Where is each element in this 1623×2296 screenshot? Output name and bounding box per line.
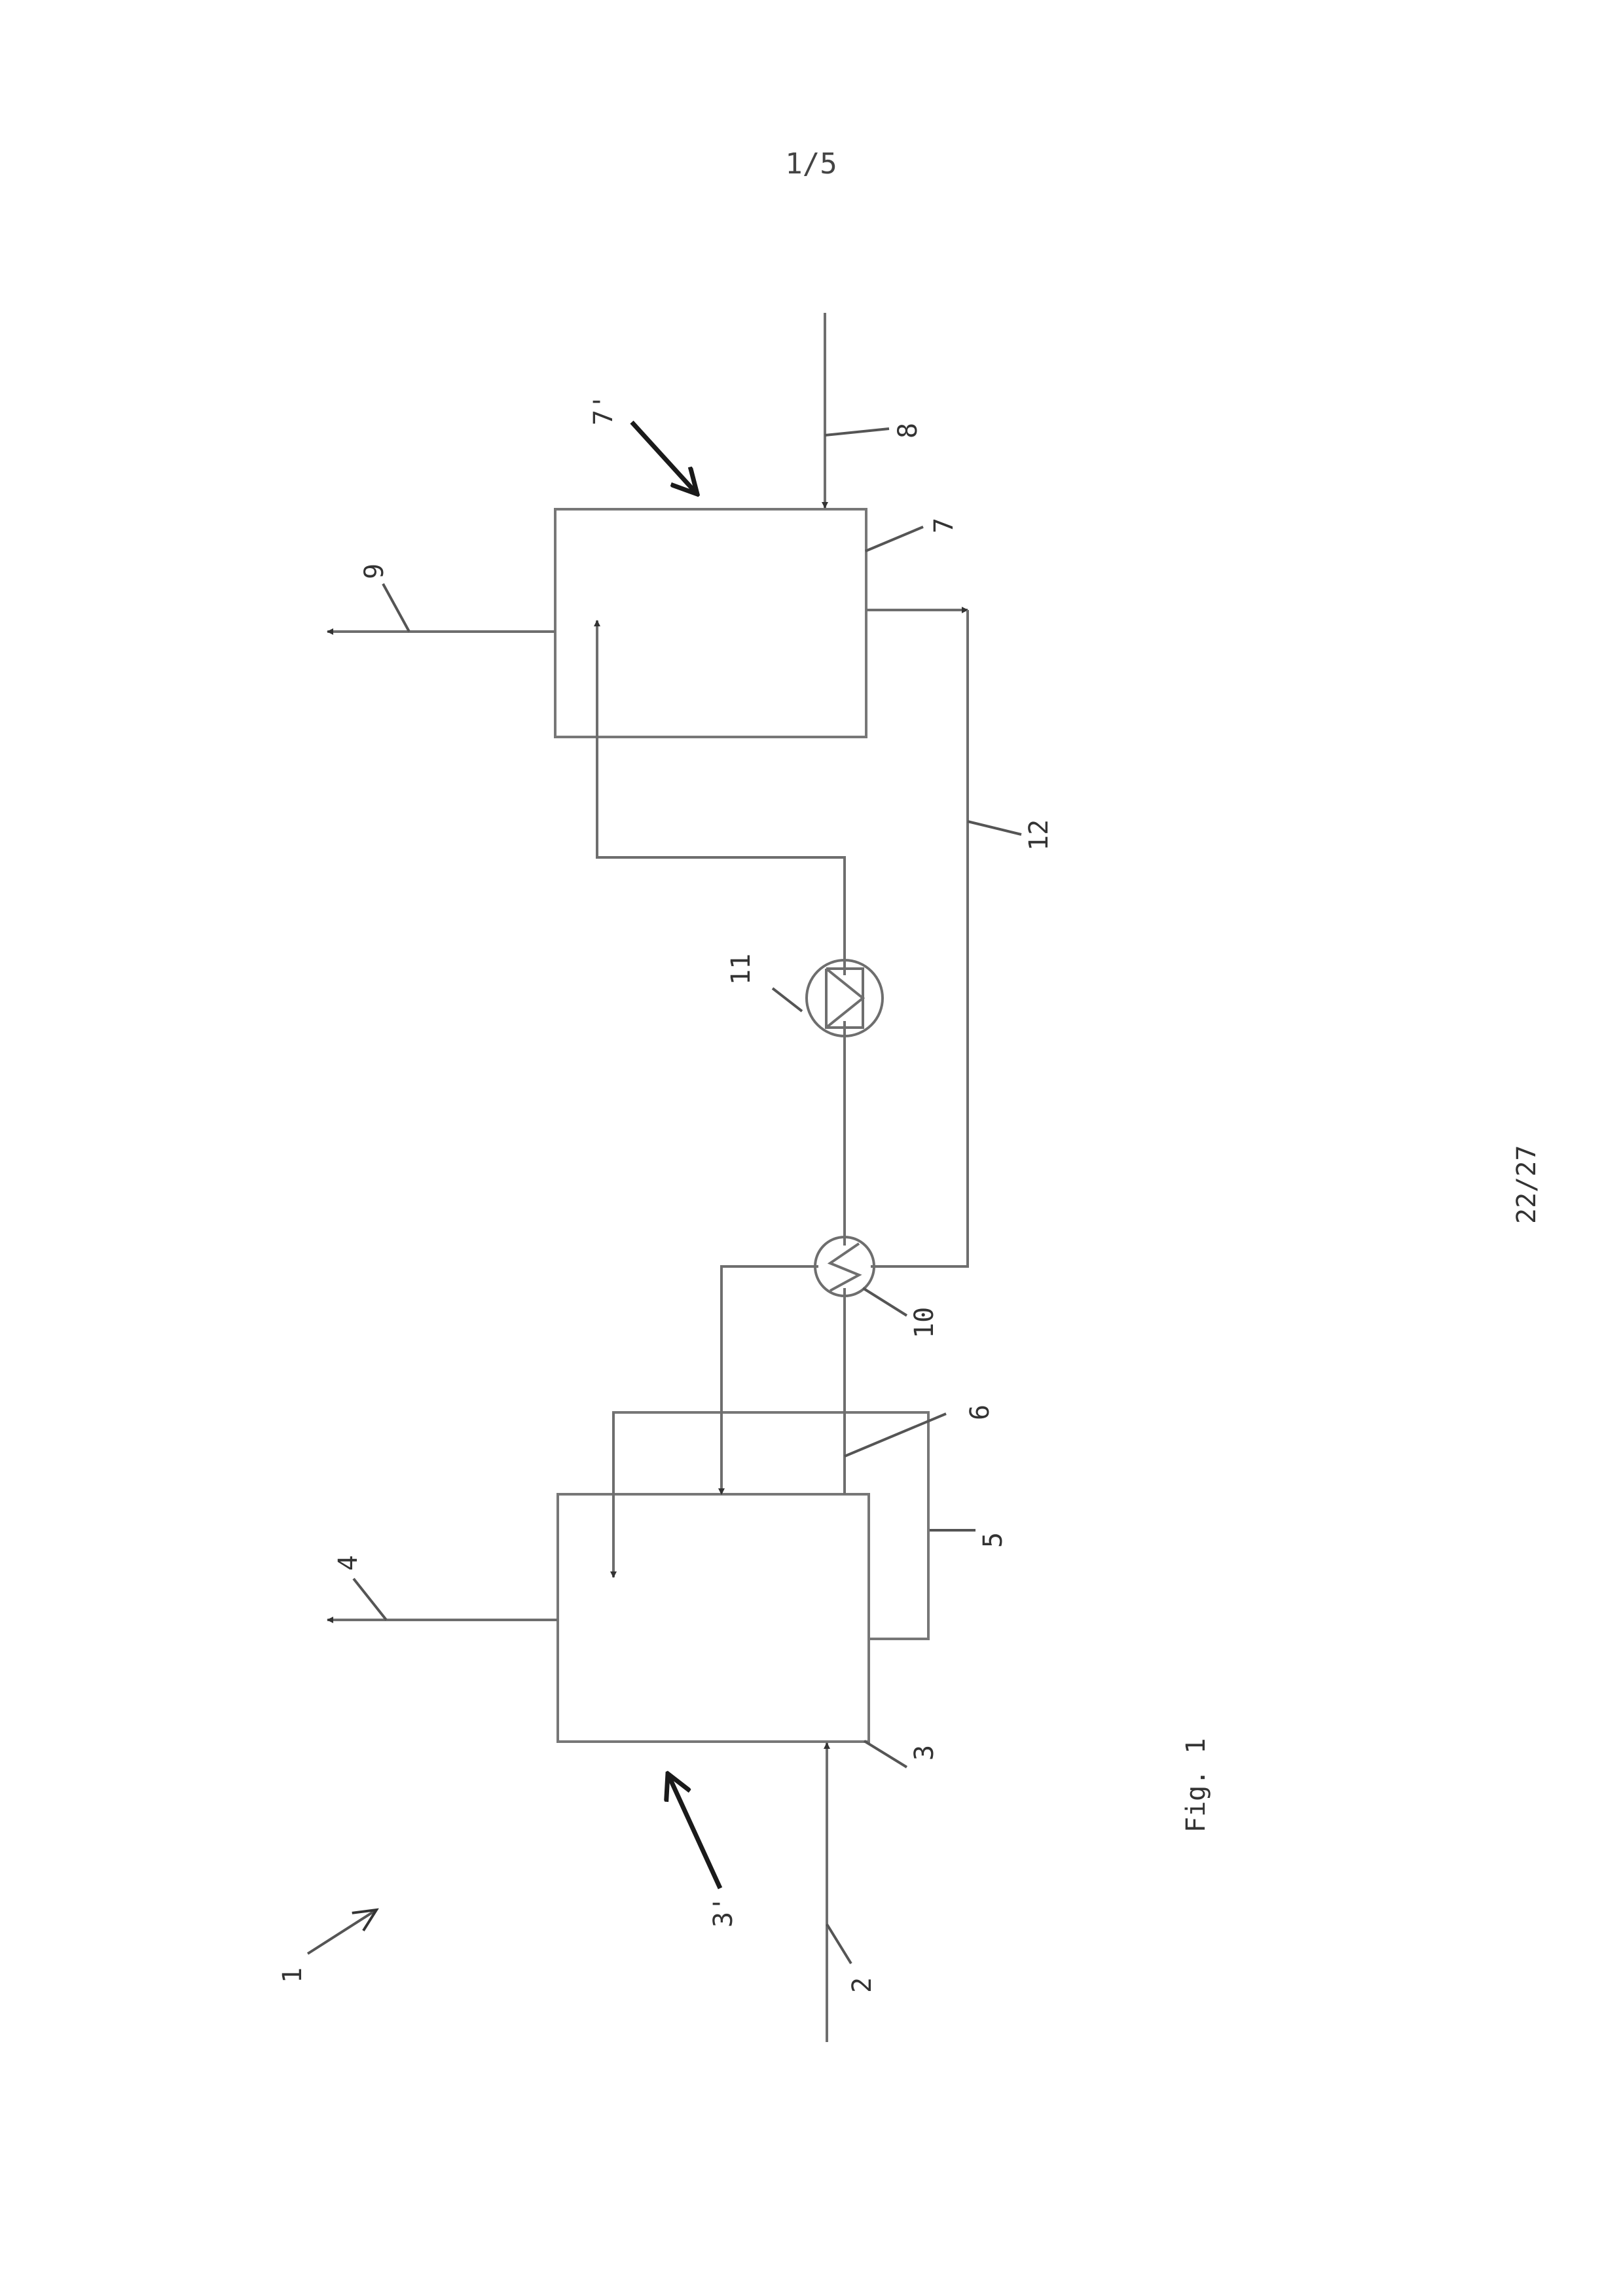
return-line-12 bbox=[871, 610, 968, 1266]
heater-to-regen-line bbox=[597, 620, 845, 975]
label-7-prime: 7' bbox=[589, 394, 619, 425]
leader-4 bbox=[354, 1579, 386, 1620]
regenerator-indicator-arrow bbox=[632, 422, 697, 494]
label-1: 1 bbox=[278, 1967, 308, 1983]
reactor-indicator-arrow bbox=[668, 1774, 720, 1888]
label-3-prime: 3' bbox=[708, 1896, 739, 1928]
leader-9 bbox=[383, 584, 409, 632]
label-3: 3 bbox=[909, 1745, 939, 1761]
label-8: 8 bbox=[893, 423, 923, 439]
sheet-number: 22/27 bbox=[1512, 1145, 1542, 1224]
leader-7 bbox=[866, 527, 923, 551]
label-9: 9 bbox=[359, 564, 390, 579]
label-10: 10 bbox=[909, 1307, 939, 1338]
leader-6 bbox=[845, 1414, 946, 1456]
label-12: 12 bbox=[1024, 819, 1054, 851]
label-11: 11 bbox=[726, 954, 756, 985]
hx-return-to-reactor bbox=[721, 1266, 818, 1494]
label-7: 7 bbox=[929, 518, 959, 533]
label-6: 6 bbox=[965, 1405, 995, 1420]
label-5: 5 bbox=[978, 1532, 1008, 1548]
leader-12 bbox=[968, 821, 1021, 834]
leader-8 bbox=[825, 429, 889, 435]
leader-2 bbox=[827, 1924, 851, 1964]
system-indicator-arrow bbox=[308, 1910, 376, 1954]
leader-3 bbox=[864, 1741, 907, 1767]
heat-exchanger-10 bbox=[815, 1237, 874, 1296]
figure-caption: Fig. 1 bbox=[1181, 1738, 1211, 1833]
reactor-vessel-3 bbox=[558, 1494, 869, 1742]
label-2: 2 bbox=[847, 1977, 877, 1993]
reactor-jacket-5 bbox=[613, 1412, 928, 1639]
leader-11 bbox=[773, 988, 802, 1011]
leader-10 bbox=[863, 1288, 907, 1316]
label-4: 4 bbox=[333, 1555, 363, 1571]
regenerator-vessel-7 bbox=[555, 509, 866, 737]
